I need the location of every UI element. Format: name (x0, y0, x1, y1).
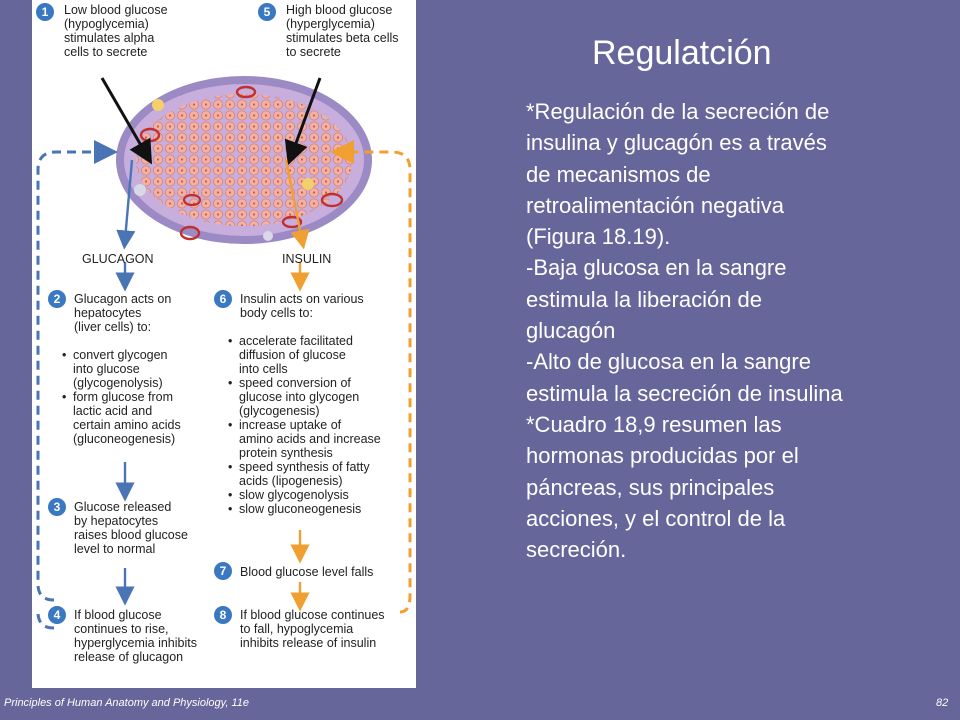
body-line: secreción. (526, 537, 627, 563)
body-line: acciones, y el control de la (526, 505, 786, 531)
slide-title: Regulatción (592, 34, 772, 72)
page-number: 82 (936, 697, 949, 709)
step-2-badge: 2 (48, 290, 66, 308)
step-6-bullet: speed synthesis of fatty acids (lipogene… (228, 460, 381, 488)
body-line: retroalimentación negativa (526, 192, 785, 218)
body-line: -Alto de glucosa en la sangre (526, 349, 811, 375)
footer-book-title: Principles of Human Anatomy and Physiolo… (4, 697, 249, 709)
step-6-text: Insulin acts on various body cells to: (240, 292, 364, 320)
pancreas-regulation-figure: 1 Low blood glucose (hypoglycemia) stimu… (32, 0, 416, 688)
step-7-badge: 7 (214, 562, 232, 580)
step-7-text: Blood glucose level falls (240, 565, 374, 579)
step-2-bullets: convert glycogen into glucose (glycogeno… (62, 348, 181, 446)
step-6-bullet: slow gluconeogenesis (228, 502, 381, 516)
body-line: glucagón (526, 318, 616, 344)
glucagon-label: GLUCAGON (82, 252, 154, 266)
step-2-text: Glucagon acts on hepatocytes (liver cell… (74, 292, 172, 334)
step-2-bullet: form glucose from lactic acid and certai… (62, 390, 181, 446)
body-line: insulina y glucagón es a través (526, 130, 827, 156)
body-line: (Figura 18.19). (526, 224, 671, 250)
step-6-bullet: speed conversion of glucose into glycoge… (228, 376, 381, 418)
step-8-badge: 8 (214, 606, 232, 624)
step-6-badge: 6 (214, 290, 232, 308)
slide-body: *Regulación de la secreción de insulina … (526, 96, 946, 565)
body-line: *Cuadro 18,9 resumen las (526, 411, 782, 437)
step-6-bullet: increase uptake of amino acids and incre… (228, 418, 381, 460)
body-line: estimula la secreción de insulina (526, 380, 843, 406)
pancreatic-islet (116, 76, 372, 244)
step-6-bullets: accelerate facilitated diffusion of gluc… (228, 334, 381, 516)
step-4-badge: 4 (48, 606, 66, 624)
body-line: -Baja glucosa en la sangre (526, 255, 787, 281)
step-8-text: If blood glucose continues to fall, hypo… (240, 608, 385, 650)
step-6-bullet: slow glycogenolysis (228, 488, 381, 502)
step-3-text: Glucose released by hepatocytes raises b… (74, 500, 188, 556)
body-line: páncreas, sus principales (526, 474, 775, 500)
body-line: estimula la liberación de (526, 286, 763, 312)
step-4-text: If blood glucose continues to rise, hype… (74, 608, 197, 664)
figure-graphics (36, 76, 412, 630)
body-line: hormonas producidas por el (526, 443, 799, 469)
step-6-bullet: accelerate facilitated diffusion of gluc… (228, 334, 381, 376)
step-3-badge: 3 (48, 498, 66, 516)
insulin-label: INSULIN (282, 252, 332, 266)
step-1-text: Low blood glucose (hypoglycemia) stimula… (64, 3, 168, 59)
step-5-badge: 5 (258, 3, 276, 21)
step-2-bullet: convert glycogen into glucose (glycogeno… (62, 348, 181, 390)
step-5-text: High blood glucose (hyperglycemia) stimu… (286, 3, 399, 59)
step-1-badge: 1 (36, 3, 54, 21)
body-line: *Regulación de la secreción de (526, 99, 830, 124)
body-line: de mecanismos de (526, 161, 711, 187)
